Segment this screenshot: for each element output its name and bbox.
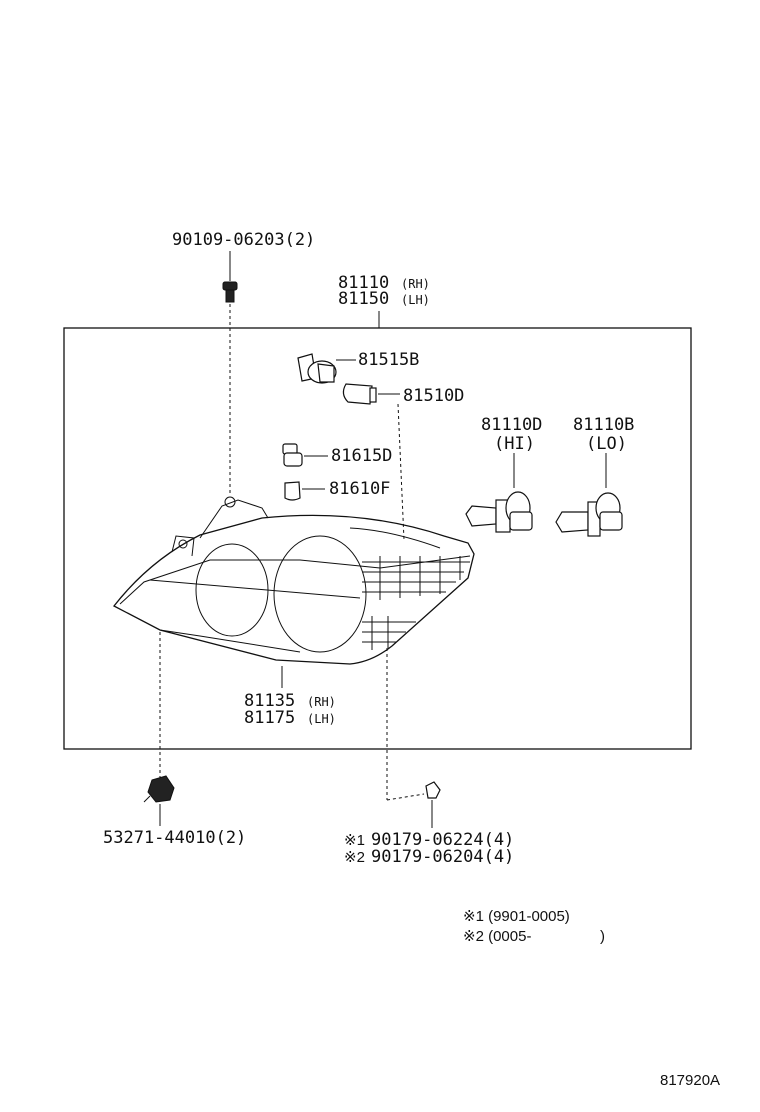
lens-rh-side: (RH) — [307, 695, 336, 709]
unit-lh-side: (LH) — [401, 293, 430, 307]
unit-lh-number: 81150 — [338, 289, 389, 309]
clip-label: 53271-44010(2) — [103, 828, 246, 848]
bolt-icon — [222, 281, 238, 303]
socket-81515b-icon — [297, 353, 337, 384]
note2: ※2 (0005- — [463, 928, 531, 945]
unit-rh-side: (RH) — [401, 277, 430, 291]
bulb-81610f-icon — [284, 481, 301, 501]
bulb-lo-icon — [555, 492, 623, 537]
socket-81615d-label: 81615D — [331, 446, 392, 466]
bulb-hi-icon — [465, 491, 533, 533]
bulb-lo-tag: (LO) — [586, 434, 627, 454]
nut2-mark: ※2 — [344, 849, 365, 866]
bulb-81610f-label: 81610F — [329, 479, 390, 499]
reference-code: 817920A — [660, 1072, 720, 1089]
lens-lh-number: 81175 — [244, 708, 295, 728]
bulb-hi-number: 81110D — [481, 415, 542, 435]
lens-rh-number: 81135 — [244, 691, 295, 711]
nut-dash-horizontal — [386, 793, 425, 801]
note1: ※1 (9901-0005) — [463, 908, 570, 925]
bolt-label: 90109-06203(2) — [172, 230, 315, 250]
bulb-81510d-icon — [342, 383, 377, 405]
note2-end: ) — [600, 928, 605, 945]
nut-icon — [425, 781, 441, 799]
socket-81515b-label: 81515B — [358, 350, 419, 370]
lens-lh-side: (LH) — [307, 712, 336, 726]
nut1-label: 90179-06224(4) — [371, 830, 514, 850]
nut2-label: 90179-06204(4) — [371, 847, 514, 867]
bulb-hi-tag: (HI) — [494, 434, 535, 454]
bulb-81510d-dash — [397, 403, 405, 541]
bulb-lo-number: 81110B — [573, 415, 634, 435]
clip-icon — [143, 775, 175, 803]
nut1-mark: ※1 — [344, 832, 365, 849]
headlamp-lens-illustration — [113, 496, 475, 665]
assembly-frame — [63, 327, 692, 750]
unit-rh-number: 81110 — [338, 273, 389, 293]
bulb-81510d-label: 81510D — [403, 386, 464, 406]
socket-81615d-icon — [282, 443, 303, 467]
